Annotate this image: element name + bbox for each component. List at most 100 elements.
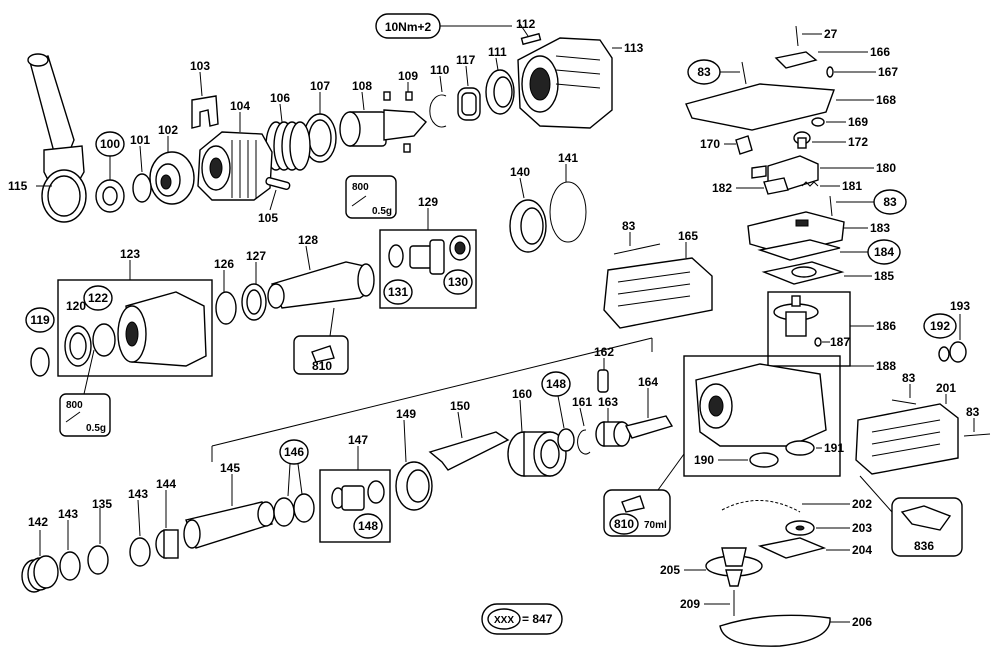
label-169: 169 <box>848 115 868 129</box>
part-168-cover: 168 <box>685 83 896 131</box>
grease-2-amount: 800 <box>66 400 83 411</box>
part-126-ring: 126 <box>214 257 237 325</box>
grease-3-code: 810 <box>312 359 332 373</box>
label-193: 193 <box>950 299 970 313</box>
part-203-gear: 203 <box>785 520 872 536</box>
group-188: 188 190 191 <box>683 355 896 477</box>
group-147: 147 148 <box>319 433 391 543</box>
label-172: 172 <box>848 135 868 149</box>
torque-text: 10Nm+2 <box>385 20 432 34</box>
grease-note-3: 810 <box>293 307 349 375</box>
part-166-button: 166 <box>774 45 890 69</box>
label-115: 115 <box>8 179 28 193</box>
part-150-fork: 150 <box>428 399 510 471</box>
label-83-a: 83 <box>697 65 711 79</box>
label-185: 185 <box>874 269 894 283</box>
label-143-b: 143 <box>128 487 148 501</box>
torque-callout: 10Nm+2 <box>375 13 512 39</box>
label-148-a: 148 <box>546 377 566 391</box>
part-182-slider: 182 <box>712 177 789 195</box>
part-110-clip: 110 <box>429 63 450 128</box>
label-127: 127 <box>246 249 266 263</box>
label-105: 105 <box>258 211 278 225</box>
legend-equals: = 847 <box>522 612 553 626</box>
label-187: 187 <box>830 335 850 349</box>
label-117: 117 <box>456 53 476 67</box>
label-168: 168 <box>876 93 896 107</box>
part-192-193: 192 193 <box>923 299 970 363</box>
label-27: 27 <box>824 27 838 41</box>
part-113-housing: 113 <box>517 37 644 129</box>
part-181-spring: 181 <box>801 179 862 193</box>
legend: XXX = 847 <box>481 603 563 635</box>
part-105-pin: 105 <box>258 176 291 225</box>
part-204-bracket: 204 <box>757 537 872 559</box>
label-170: 170 <box>700 137 720 151</box>
part-104-gear-housing: 104 <box>197 99 273 201</box>
part-27-screw: 27 <box>795 25 838 47</box>
part-143-ring-b: 143 <box>128 487 151 567</box>
guide-line <box>211 337 653 447</box>
part-162-pin: 162 <box>594 345 614 393</box>
label-145: 145 <box>220 461 240 475</box>
label-149: 149 <box>396 407 416 421</box>
part-161-clip: 161 <box>572 395 592 455</box>
part-103-clip: 103 <box>190 59 219 129</box>
part-163-piston: 163 <box>595 395 631 447</box>
label-120: 120 <box>66 299 86 313</box>
label-186: 186 <box>876 319 896 333</box>
part-102-collar: 102 <box>149 123 195 205</box>
grease-4-code: 810 <box>614 517 634 531</box>
label-130: 130 <box>448 275 468 289</box>
part-119-washer: 119 <box>25 307 55 377</box>
label-83-b: 83 <box>883 195 897 209</box>
part-184-gasket: 184 <box>757 239 901 265</box>
kit-836-code: 836 <box>914 539 934 553</box>
label-113: 113 <box>624 41 644 55</box>
part-140-bearing: 140 <box>509 165 547 253</box>
part-112-screw: 112 <box>516 17 542 46</box>
label-204: 204 <box>852 543 872 557</box>
part-209-pin: 209 <box>680 590 735 616</box>
label-150: 150 <box>450 399 470 413</box>
part-206-belt: 206 <box>719 614 872 647</box>
label-100: 100 <box>100 137 120 151</box>
label-83-d: 83 <box>966 405 980 419</box>
label-110: 110 <box>430 63 450 77</box>
part-141-ring: 141 <box>549 151 587 243</box>
label-188: 188 <box>876 359 896 373</box>
group-129: 129 131 130 <box>379 195 477 309</box>
label-206: 206 <box>852 615 872 629</box>
label-123: 123 <box>120 247 140 261</box>
label-180: 180 <box>876 161 896 175</box>
label-109: 109 <box>398 69 418 83</box>
group-186: 187 186 <box>767 291 896 367</box>
label-106: 106 <box>270 91 290 105</box>
part-167-spring: 167 <box>826 65 898 79</box>
part-170-clip: 170 <box>700 135 753 155</box>
label-83-c: 83 <box>902 371 916 385</box>
part-143-ring-a: 143 <box>58 507 81 581</box>
part-201-cover: 201 <box>855 381 959 475</box>
part-101-ring: 101 <box>130 133 152 203</box>
part-106-spring: 106 <box>265 91 311 171</box>
part-111-bearing: 111 <box>485 45 515 115</box>
part-83-pin-left: 83 <box>613 219 661 255</box>
label-182: 182 <box>712 181 732 195</box>
part-144-collar: 144 <box>155 477 179 559</box>
label-107: 107 <box>310 79 330 93</box>
label-102: 102 <box>158 123 178 137</box>
part-128-spindle: 128 <box>267 233 375 309</box>
part-83-screw-a: 83 <box>687 59 747 85</box>
part-160-bearing: 160 <box>507 387 567 477</box>
label-183: 183 <box>870 221 890 235</box>
label-83-e: 83 <box>622 219 636 233</box>
part-83-screw-b: 83 <box>829 189 907 217</box>
label-144: 144 <box>156 477 176 491</box>
part-83-screw-c: 83 <box>891 371 917 405</box>
label-209: 209 <box>680 597 700 611</box>
label-122: 122 <box>88 291 108 305</box>
legend-code: XXX <box>494 615 514 626</box>
label-190: 190 <box>694 453 714 467</box>
